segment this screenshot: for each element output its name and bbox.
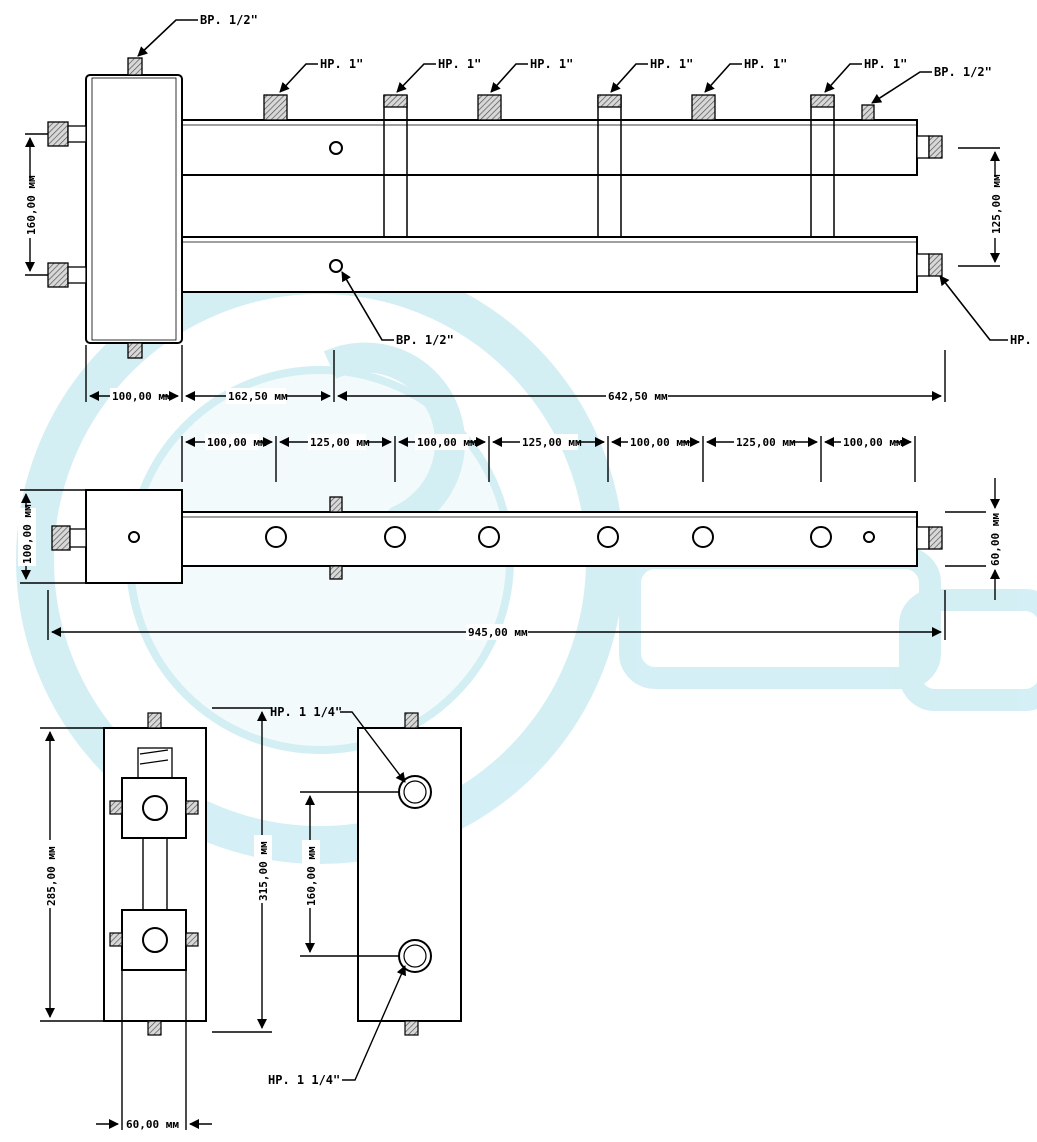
- callouts-front: [137, 19, 1008, 341]
- dim-162: 162,50 мм: [228, 390, 288, 403]
- dim-642: 642,50 мм: [608, 390, 668, 403]
- dim-60-bottom: 60,00 мм: [126, 1118, 179, 1131]
- dim-125-right: 125,00 мм: [990, 174, 1003, 234]
- label-bp-right: ВР. 1/2": [934, 65, 992, 79]
- dim-spacing-3: 100,00 мм: [417, 436, 477, 449]
- view-plan: [51, 489, 943, 584]
- label-hp-2: НР. 1": [438, 57, 481, 71]
- dim-60-side: 60,00 мм: [989, 513, 1002, 566]
- dim-100-side: 100,00 мм: [21, 504, 34, 564]
- callout-labels-front: ВР. 1/2" НР. 1" НР. 1" НР. 1" НР. 1" НР.…: [200, 13, 1037, 347]
- view-end: [357, 712, 462, 1036]
- dimensions-bottom: [40, 707, 406, 1130]
- dim-spacing-7: 100,00 мм: [843, 436, 903, 449]
- label-hp-3: НР. 1": [530, 57, 573, 71]
- dim-315: 315,00 мм: [257, 841, 270, 901]
- dim-945: 945,00 мм: [468, 626, 528, 639]
- label-bp-bottom: ВР. 1/2": [396, 333, 454, 347]
- dim-spacing-2: 125,00 мм: [310, 436, 370, 449]
- dim-spacing-6: 125,00 мм: [736, 436, 796, 449]
- view-side-left: [103, 712, 207, 1036]
- label-hp-4: НР. 1": [650, 57, 693, 71]
- dim-160-center: 160,00 мм: [305, 846, 318, 906]
- label-hp-right: НР. 1": [1010, 333, 1037, 347]
- label-hp-5: НР. 1": [744, 57, 787, 71]
- dim-spacing-1: 100,00 мм: [207, 436, 267, 449]
- dim-285: 285,00 мм: [45, 846, 58, 906]
- dim-spacing-4: 125,00 мм: [522, 436, 582, 449]
- label-hp-1: НР. 1": [320, 57, 363, 71]
- dim-160-left: 160,00 мм: [25, 175, 38, 235]
- label-bp-top: ВР. 1/2": [200, 13, 258, 27]
- label-hp-6: НР. 1": [864, 57, 907, 71]
- dim-spacing-5: 100,00 мм: [630, 436, 690, 449]
- label-hp-1-1-4-bottom: НР. 1 1/4": [268, 1073, 340, 1087]
- view-front: [47, 57, 943, 359]
- dim-100-top: 100,00 мм: [112, 390, 172, 403]
- label-hp-1-1-4-top: НР. 1 1/4": [270, 705, 342, 719]
